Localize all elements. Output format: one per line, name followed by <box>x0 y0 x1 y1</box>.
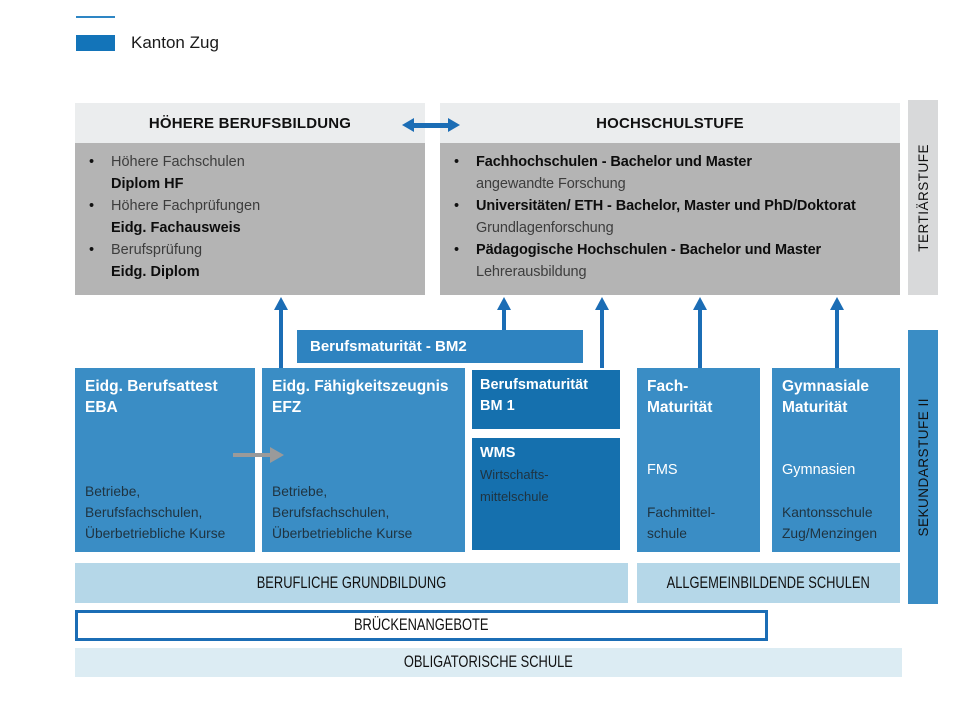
obligatorische-schule-bar: OBLIGATORISCHE SCHULE <box>75 648 902 677</box>
brueckenangebote-box: BRÜCKENANGEBOTE <box>75 610 768 641</box>
hoehere-berufsbildung-box: • Höhere Fachschulen Diplom HF • Höhere … <box>75 143 425 295</box>
fachmaturitaet-title: Fach- Maturität <box>647 378 713 416</box>
header-hochschulstufe: HOCHSCHULSTUFE <box>440 103 900 143</box>
item-subtitle: angewandte Forschung <box>476 176 626 192</box>
up-arrow-icon <box>497 297 511 330</box>
eba-title: Eidg. Berufsattest EBA <box>85 378 218 416</box>
list-item: • Höhere Fachschulen Diplom HF <box>89 151 415 195</box>
tertiaerstufe-label: TERTIÄRSTUFE <box>915 143 931 252</box>
kanton-zug-logo-icon <box>76 35 115 51</box>
item-title: Höhere Fachschulen <box>111 154 245 170</box>
up-arrow-icon <box>595 297 609 368</box>
hochschulstufe-box: • Fachhochschulen - Bachelor und Master … <box>440 143 900 295</box>
gym-highlight: Gymnasien <box>782 462 856 478</box>
item-title: Berufsprüfung <box>111 242 203 258</box>
allgemeinbildende-schulen-label: ALLGEMEINBILDENDE SCHULEN <box>666 573 871 592</box>
berufliche-grundbildung-bar: BERUFLICHE GRUNDBILDUNG <box>75 563 628 603</box>
eba-body: Betriebe, Berufsfachschulen, Überbetrieb… <box>85 484 226 541</box>
item-subtitle: Grundlagenforschung <box>476 220 614 236</box>
item-subtitle: Diplom HF <box>111 176 184 192</box>
list-item: • Höhere Fachprüfungen Eidg. Fachausweis <box>89 195 415 239</box>
sekundarstufe-bar: SEKUNDARSTUFE II <box>908 330 938 604</box>
gymnasiale-maturitaet-box: Gymnasiale Maturität Gymnasien Kantonssc… <box>772 368 900 552</box>
item-title: Fachhochschulen - Bachelor und Master <box>476 154 752 170</box>
up-arrow-icon <box>830 297 844 368</box>
gymnasiale-maturitaet-body: Gymnasien Kantonsschule Zug/Menzingen <box>782 438 892 544</box>
list-item: • Fachhochschulen - Bachelor und Master … <box>454 151 890 195</box>
fachmaturitaet-body: FMS Fachmittel- schule <box>647 438 752 544</box>
efz-title: Eidg. Fähigkeitszeugnis EFZ <box>272 378 449 416</box>
bm1-title: Berufsmaturität BM 1 <box>480 377 588 414</box>
list-item: • Pädagogische Hochschulen - Bachelor un… <box>454 239 890 283</box>
logo-line <box>76 16 115 18</box>
wms-title: WMS <box>480 445 516 461</box>
wms-body: Wirtschafts- mittelschule <box>480 467 549 504</box>
up-arrow-icon <box>274 297 288 368</box>
right-arrow-icon <box>233 447 285 463</box>
list-item: • Berufsprüfung Eidg. Diplom <box>89 239 415 283</box>
fms-schools: Fachmittel- schule <box>647 505 716 541</box>
item-subtitle: Lehrerausbildung <box>476 264 587 280</box>
bullet-icon: • <box>89 198 95 214</box>
gym-schools: Kantonsschule Zug/Menzingen <box>782 505 878 541</box>
kanton-zug-label: Kanton Zug <box>131 33 219 52</box>
double-arrow-icon <box>402 117 460 133</box>
header-hoehere-berufsbildung: HÖHERE BERUFSBILDUNG <box>75 103 425 143</box>
bullet-icon: • <box>454 198 459 214</box>
wms-box: WMS Wirtschafts- mittelschule <box>470 436 622 552</box>
obligatorische-schule-label: OBLIGATORISCHE SCHULE <box>403 653 574 671</box>
bullet-icon: • <box>89 154 95 170</box>
bullet-icon: • <box>454 154 459 170</box>
berufsmaturitaet-bm2-bar: Berufsmaturität - BM2 <box>297 330 583 363</box>
brueckenangebote-label: BRÜCKENANGEBOTE <box>354 616 489 634</box>
fachmaturitaet-box: Fach- Maturität FMS Fachmittel- schule <box>637 368 760 552</box>
gymnasiale-maturitaet-title: Gymnasiale Maturität <box>782 378 870 416</box>
item-title: Universitäten/ ETH - Bachelor, Master un… <box>476 198 856 214</box>
item-title: Pädagogische Hochschulen - Bachelor und … <box>476 242 822 258</box>
bullet-icon: • <box>454 242 459 258</box>
fms-highlight: FMS <box>647 462 678 478</box>
efz-box: Eidg. Fähigkeitszeugnis EFZ Betriebe, Be… <box>262 368 465 552</box>
allgemeinbildende-schulen-bar: ALLGEMEINBILDENDE SCHULEN <box>637 563 900 603</box>
list-item: • Universitäten/ ETH - Bachelor, Master … <box>454 195 890 239</box>
bullet-icon: • <box>89 242 95 258</box>
sekundarstufe-label: SEKUNDARSTUFE II <box>915 397 931 537</box>
up-arrow-icon <box>693 297 707 368</box>
item-subtitle: Eidg. Fachausweis <box>111 220 241 236</box>
eba-box: Eidg. Berufsattest EBA Betriebe, Berufsf… <box>75 368 255 552</box>
item-title: Höhere Fachprüfungen <box>111 198 261 214</box>
berufliche-grundbildung-label: BERUFLICHE GRUNDBILDUNG <box>256 573 447 592</box>
tertiaerstufe-bar: TERTIÄRSTUFE <box>908 100 938 295</box>
efz-body: Betriebe, Berufsfachschulen, Überbetrieb… <box>272 484 413 541</box>
item-subtitle: Eidg. Diplom <box>111 264 200 280</box>
bm1-box: Berufsmaturität BM 1 <box>470 368 622 431</box>
